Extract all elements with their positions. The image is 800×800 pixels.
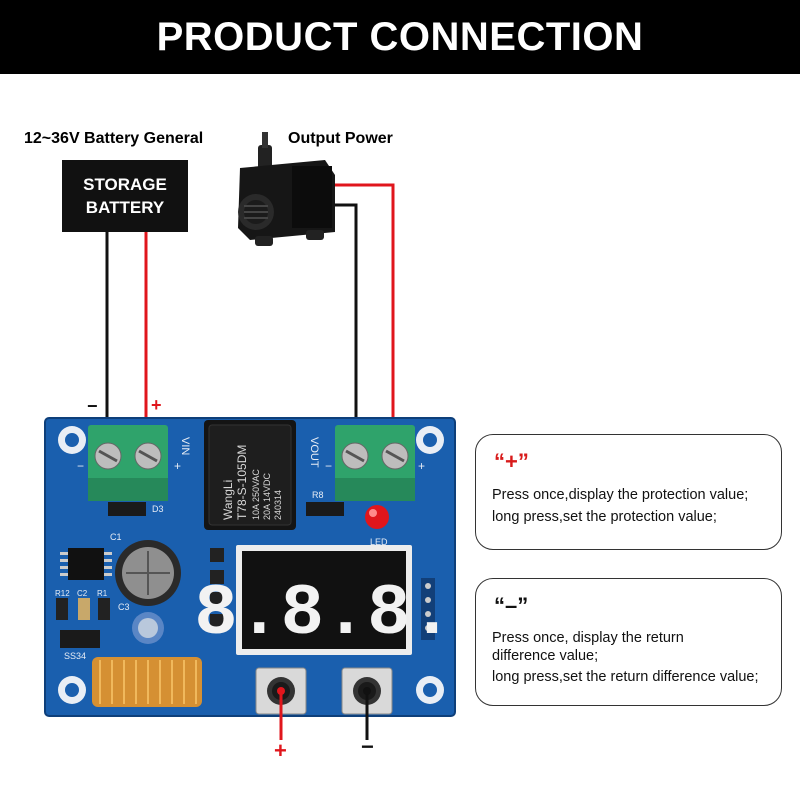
- minus-button-label: −: [361, 734, 374, 759]
- c3-label: C3: [118, 602, 130, 612]
- relay-model: T78-S-105DM: [235, 445, 249, 520]
- minus-note-line2: difference value;: [492, 648, 599, 664]
- output-minus-mark: −: [325, 459, 332, 473]
- led-label: LED: [370, 537, 388, 547]
- inductor-coil: [92, 657, 202, 707]
- output-positive-wire: [335, 183, 395, 445]
- battery-line1: STORAGE: [83, 175, 167, 194]
- led-indicator: [365, 505, 389, 529]
- minus-button-note: “–” Press once, display the return diffe…: [475, 578, 782, 706]
- r8-label: R8: [312, 490, 324, 500]
- battery-line2: BATTERY: [85, 198, 165, 217]
- ic-chip: [60, 548, 112, 580]
- vin-label: VIN: [179, 437, 191, 455]
- plus-button-note: “+” Press once,display the protection va…: [475, 434, 782, 550]
- relay-brand: WangLi: [221, 480, 235, 520]
- water-pump-icon: [238, 132, 335, 246]
- diode-label: D3: [152, 504, 164, 514]
- header-pins: [421, 578, 435, 640]
- storage-battery: STORAGE BATTERY: [62, 160, 188, 232]
- plus-note-line2: long press,set the protection value;: [492, 509, 717, 525]
- minus-note-line1: Press once, display the return: [492, 630, 684, 646]
- capacitor-c1: [115, 540, 181, 606]
- plus-button-label: +: [274, 738, 287, 763]
- display-digits: 8.8.8.: [194, 573, 453, 655]
- output-plus-mark: +: [418, 459, 425, 473]
- mounting-hole-icon: [58, 426, 444, 704]
- vout-label: VOUT: [308, 437, 320, 468]
- seven-segment-display: [236, 545, 412, 655]
- battery-minus-mark: −: [87, 396, 98, 416]
- output-caption: Output Power: [288, 130, 393, 147]
- plus-note-line1: Press once,display the protection value;: [492, 487, 749, 503]
- r1-label: R1: [97, 589, 108, 598]
- c1-label: C1: [110, 532, 122, 542]
- plus-symbol: “+”: [494, 449, 529, 474]
- minus-note-line3: long press,set the return difference val…: [492, 669, 759, 685]
- battery-plus-mark: +: [151, 395, 162, 415]
- capacitor-c3: [132, 612, 164, 644]
- relay: [204, 420, 296, 530]
- output-terminal-block: [335, 425, 415, 501]
- battery-caption: 12~36V Battery General: [24, 130, 204, 147]
- relay-code: 240314: [273, 490, 283, 520]
- relay-spec1: 10A 250VAC: [251, 469, 261, 520]
- minus-symbol: “–”: [494, 593, 529, 618]
- input-terminal-block: [88, 425, 168, 501]
- smd-components: [56, 502, 344, 648]
- input-plus-mark: +: [174, 459, 181, 473]
- relay-spec2: 20A 14VDC: [262, 472, 272, 520]
- page-title: PRODUCT CONNECTION: [0, 0, 800, 74]
- r12-label: R12: [55, 589, 70, 598]
- ss34-label: SS34: [64, 651, 86, 661]
- output-negative-wire: [335, 203, 358, 445]
- c2-label: C2: [77, 589, 88, 598]
- input-minus-mark: −: [77, 459, 84, 473]
